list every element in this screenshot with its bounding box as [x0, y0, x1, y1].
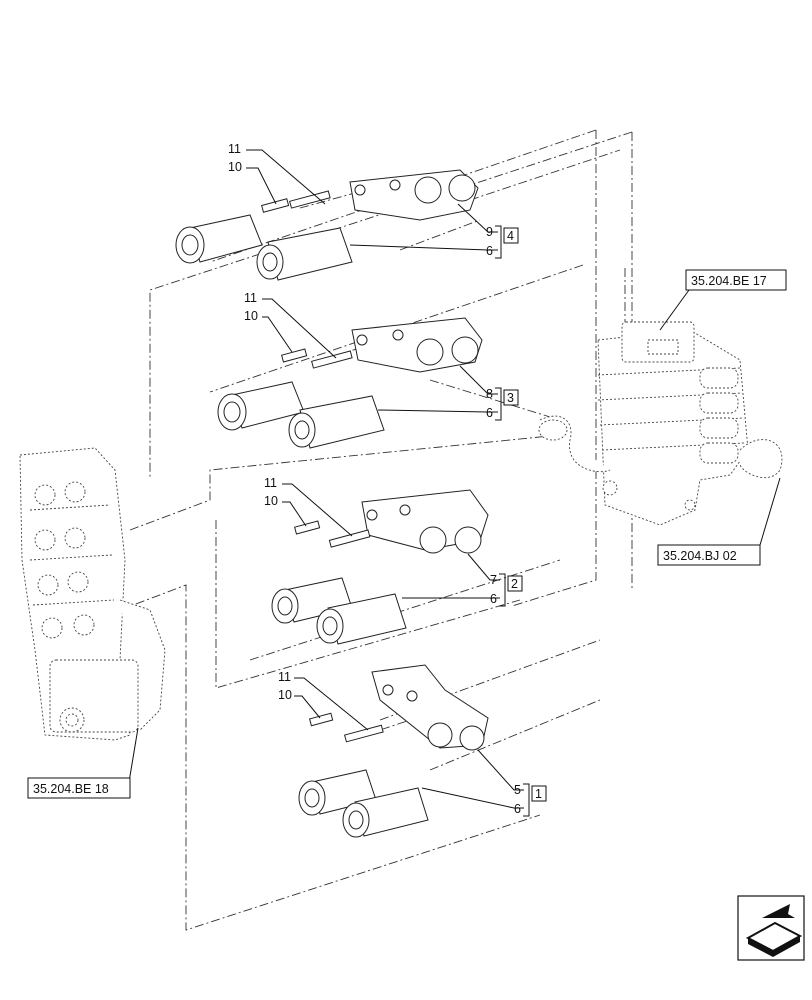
- leader-lines: [127, 149, 781, 809]
- group-3-parts: [217, 317, 483, 449]
- reference-label[interactable]: 35.204.BE 17: [691, 274, 767, 288]
- group-number-box: [503, 227, 519, 244]
- coupler-male-2: [316, 593, 407, 645]
- left-valve-block: [19, 447, 166, 741]
- callout-10: 10: [278, 688, 292, 702]
- group-bracket: [495, 225, 502, 259]
- coupler-female-3: [217, 381, 305, 431]
- callout-item-top: 9: [486, 225, 493, 239]
- spool-caps: [699, 367, 739, 464]
- group-number-box: [503, 389, 519, 406]
- callout-item-bottom: 6: [490, 592, 497, 606]
- group-2-parts: [271, 489, 489, 645]
- callout-item-top: 7: [490, 573, 497, 587]
- assembly-lines: [119, 129, 633, 931]
- coupler-male-3: [288, 395, 385, 449]
- group-number: 3: [507, 391, 514, 405]
- group-2-labels: 11 10 7 6 2: [264, 476, 523, 607]
- callout-11: 11: [244, 291, 257, 305]
- group-bracket: [495, 387, 502, 421]
- reference-35-204-be-17[interactable]: 35.204.BE 17: [685, 269, 787, 291]
- callout-11: 11: [278, 670, 291, 684]
- callout-10: 10: [228, 160, 242, 174]
- callout-item-bottom: 6: [514, 802, 521, 816]
- reference-label[interactable]: 35.204.BJ 02: [663, 549, 737, 563]
- group-4-labels: 11 10 9 6 4: [228, 142, 519, 259]
- reference-35-204-be-18[interactable]: 35.204.BE 18: [27, 777, 131, 799]
- group-1-labels: 11 10 5 6 1: [278, 670, 547, 817]
- coupler-female-4: [175, 214, 263, 264]
- callout-item-top: 5: [514, 783, 521, 797]
- group-number: 1: [535, 787, 542, 801]
- group-4-parts: [175, 169, 479, 281]
- reference-label[interactable]: 35.204.BE 18: [33, 782, 109, 796]
- coupler-male-4: [256, 227, 353, 281]
- group-number-box: [507, 575, 523, 592]
- group-number: 4: [507, 229, 514, 243]
- group-bracket: [523, 783, 530, 817]
- callout-10: 10: [264, 494, 278, 508]
- callout-10: 10: [244, 309, 258, 323]
- reference-35-204-bj-02[interactable]: 35.204.BJ 02: [657, 544, 761, 566]
- group-number: 2: [511, 577, 518, 591]
- right-valve-block: [538, 321, 783, 526]
- next-page-arrow-icon[interactable]: [737, 895, 805, 961]
- coupler-male-1: [342, 787, 429, 838]
- callout-item-bottom: 6: [486, 406, 493, 420]
- callout-11: 11: [264, 476, 277, 490]
- callout-item-top: 8: [486, 387, 493, 401]
- callout-item-bottom: 6: [486, 244, 493, 258]
- group-3-labels: 11 10 8 6 3: [244, 291, 519, 421]
- group-number-box: [531, 785, 547, 802]
- valve-port-circles: [34, 481, 95, 733]
- callout-11: 11: [228, 142, 241, 156]
- group-bracket: [499, 573, 506, 607]
- group-1-parts: [298, 664, 489, 838]
